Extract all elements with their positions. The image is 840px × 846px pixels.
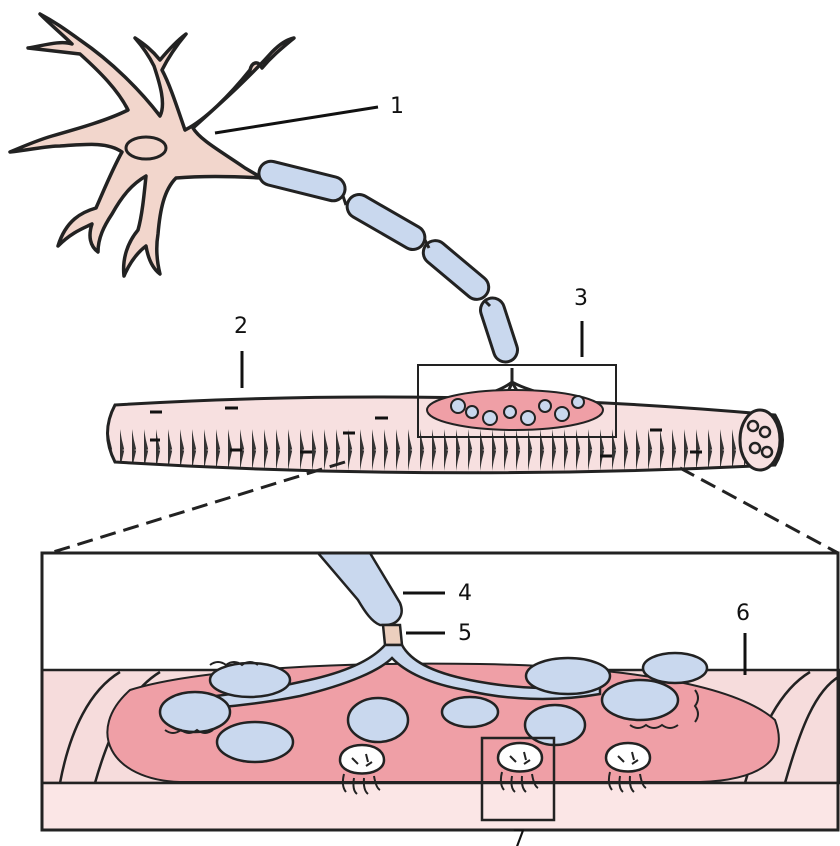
label-2: 2	[234, 314, 248, 339]
label-3: 3	[574, 286, 588, 311]
label-1: 1	[390, 94, 404, 119]
neuron-nucleus	[126, 137, 166, 159]
inset-axon-terminal	[383, 625, 402, 645]
inset-panel	[42, 553, 840, 830]
label-6: 6	[736, 601, 750, 626]
axon-myelin-sheath	[256, 159, 520, 365]
label-7: 7	[512, 827, 526, 846]
label-4: 4	[458, 581, 472, 606]
muscle-fiber-cross-section	[740, 410, 780, 470]
neuron	[10, 14, 580, 414]
label-5: 5	[458, 621, 472, 646]
zoom-lines	[50, 462, 838, 553]
